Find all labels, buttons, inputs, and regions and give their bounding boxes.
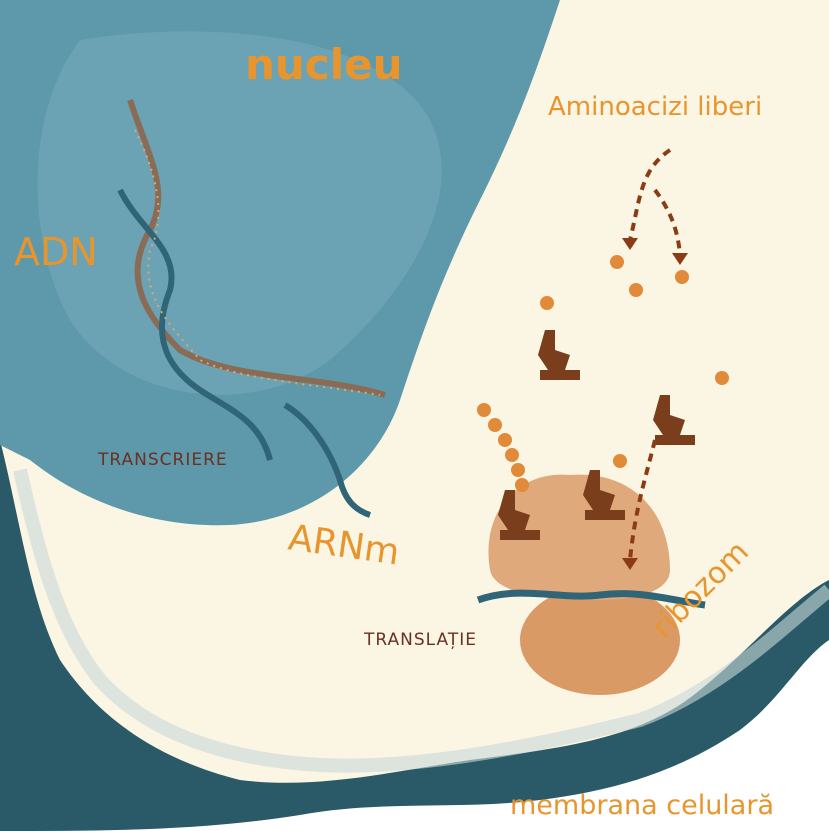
amino-acids bbox=[477, 255, 729, 492]
trna-molecules bbox=[498, 330, 695, 540]
ribosome-large-subunit bbox=[488, 474, 670, 600]
membrane-inner-highlight bbox=[13, 468, 829, 773]
cell-membrane bbox=[0, 440, 829, 831]
ribosome-small-subunit bbox=[520, 585, 680, 695]
trna bbox=[583, 470, 625, 520]
label-free-amino-acids: Aminoacizi liberi bbox=[548, 92, 763, 122]
dna-strand-1 bbox=[127, 99, 386, 398]
mrna-on-ribosome bbox=[476, 589, 706, 609]
label-cell-membrane: membrana celulară bbox=[510, 790, 775, 821]
mrna-strand bbox=[283, 402, 372, 518]
label-nucleus: nucleu bbox=[245, 40, 403, 89]
dashed-arrows bbox=[628, 148, 682, 561]
label-dna: ADN bbox=[14, 230, 98, 274]
trna bbox=[498, 490, 540, 540]
arrow-heads bbox=[622, 238, 688, 570]
trna bbox=[653, 395, 695, 445]
label-transcription: TRANSCRIERE bbox=[98, 450, 228, 470]
label-translation: TRANSLAȚIE bbox=[364, 630, 477, 650]
trna bbox=[538, 330, 580, 380]
